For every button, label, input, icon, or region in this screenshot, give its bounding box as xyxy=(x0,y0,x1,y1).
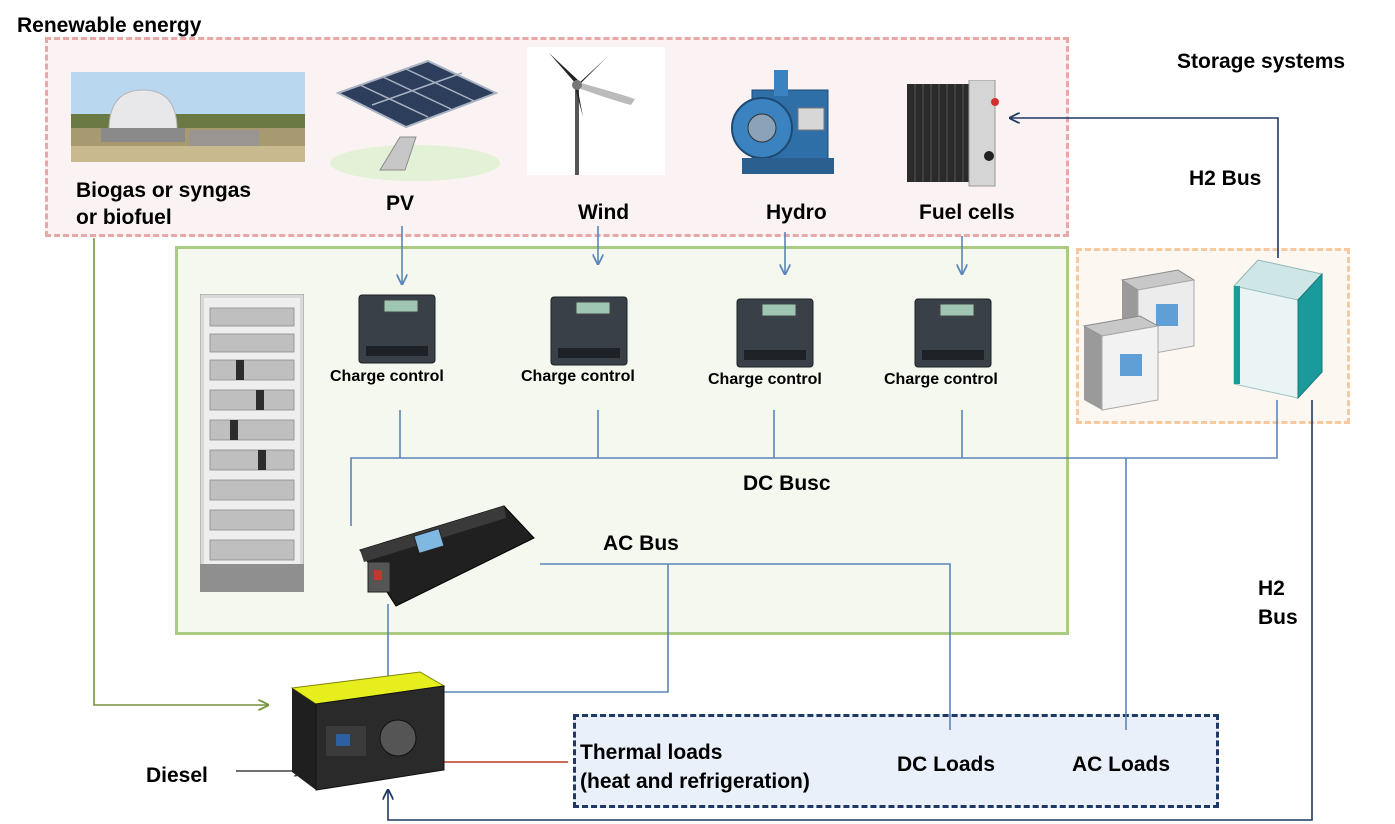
charge-controller-1-image xyxy=(358,294,436,364)
ac-loads-label: AC Loads xyxy=(1072,753,1171,776)
fuel-cell-image xyxy=(907,80,999,187)
thermal-loads-label-line2: (heat and refrigeration) xyxy=(580,770,810,793)
storage-systems-label: Storage systems xyxy=(1177,50,1346,73)
charge-control-label-1: Charge control xyxy=(330,368,444,385)
pv-panels-image xyxy=(330,59,500,181)
ac-bus-line xyxy=(387,563,951,730)
charge-controller-3-image xyxy=(736,298,814,368)
battery-front-image xyxy=(1082,315,1160,411)
dc-bus-line xyxy=(350,400,1278,730)
diesel-generator-image xyxy=(290,671,446,791)
hydro-turbine-image xyxy=(731,70,834,174)
charge-controller-2-image xyxy=(550,296,628,366)
renewable-energy-label: Renewable energy xyxy=(17,14,202,37)
dc-bus-label: DC Busc xyxy=(743,472,831,495)
biogas-label-line2: or biofuel xyxy=(76,206,172,229)
biogas-label-line1: Biogas or syngas xyxy=(76,179,252,202)
wind-turbine-image xyxy=(527,47,665,175)
h2-bus-side-line xyxy=(388,400,1313,821)
h2-bus-side-label-line1: H2 xyxy=(1258,577,1285,600)
ac-bus-label: AC Bus xyxy=(603,532,679,555)
thermal-loads-label-line1: Thermal loads xyxy=(580,741,723,764)
wind-label: Wind xyxy=(578,201,630,224)
biofuel-to-diesel-line xyxy=(93,238,268,705)
h2-bus-side-label-line2: Bus xyxy=(1258,606,1298,629)
loads-group xyxy=(573,714,1219,808)
fuel-cells-label: Fuel cells xyxy=(919,201,1015,224)
charge-control-label-3: Charge control xyxy=(708,371,822,388)
biogas-plant-image xyxy=(71,72,305,162)
dc-loads-label: DC Loads xyxy=(897,753,996,776)
inverter-image xyxy=(359,505,535,607)
electrical-cabinet-image xyxy=(200,294,304,592)
charge-control-label-4: Charge control xyxy=(884,371,998,388)
charge-control-label-2: Charge control xyxy=(521,368,635,385)
h2-bus-top-line xyxy=(1010,118,1279,258)
h2-bus-top-label: H2 Bus xyxy=(1189,167,1262,190)
hydro-label: Hydro xyxy=(766,201,827,224)
diesel-label: Diesel xyxy=(146,764,208,787)
electrolyser-image xyxy=(1233,259,1323,400)
charge-controller-4-image xyxy=(914,298,992,368)
pv-label: PV xyxy=(386,192,415,215)
